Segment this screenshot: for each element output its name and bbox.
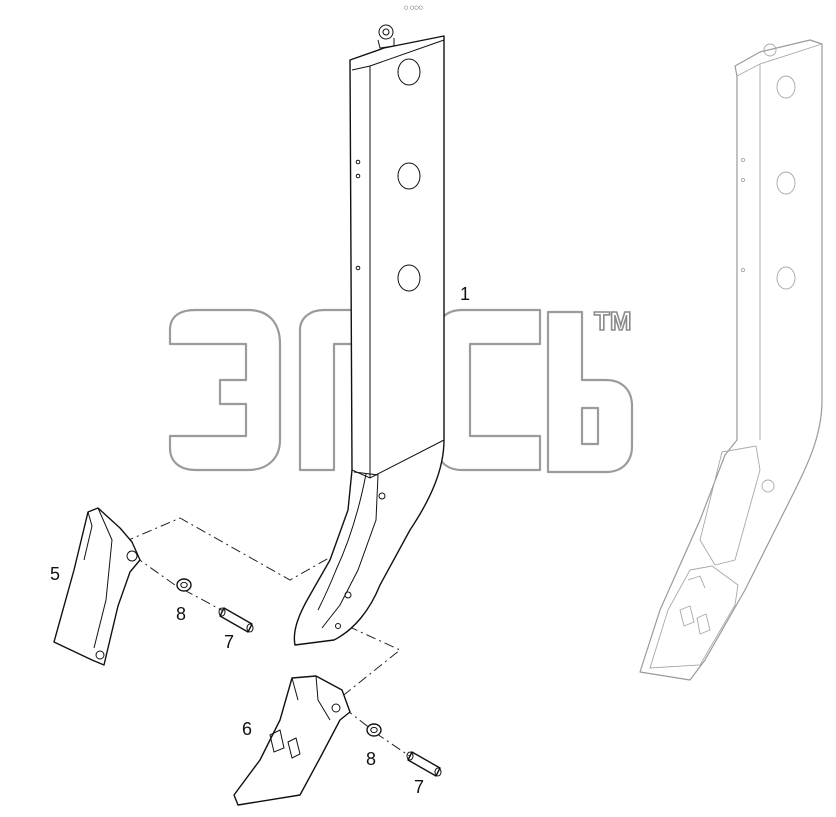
- callout-7-lower: 7: [414, 777, 424, 797]
- top-mark-text: ○ ○○○: [404, 5, 423, 11]
- callout-8-lower: 8: [366, 749, 376, 769]
- callout-5: 5: [50, 564, 60, 584]
- trademark-text: TM: [594, 306, 632, 336]
- protector-part: [53, 507, 141, 666]
- callout-6: 6: [242, 719, 252, 739]
- callout-8-upper: 8: [176, 604, 186, 624]
- pin-upper: [218, 607, 254, 633]
- pin-lower: [406, 751, 442, 777]
- retainer-upper: [176, 578, 192, 592]
- tip-part: [233, 675, 351, 806]
- callout-7-upper: 7: [224, 632, 234, 652]
- retainer-lower: [366, 723, 382, 737]
- assembled-preview: [639, 39, 823, 681]
- callout-1: 1: [460, 284, 470, 304]
- shank-part: ○ ○○○: [293, 5, 445, 646]
